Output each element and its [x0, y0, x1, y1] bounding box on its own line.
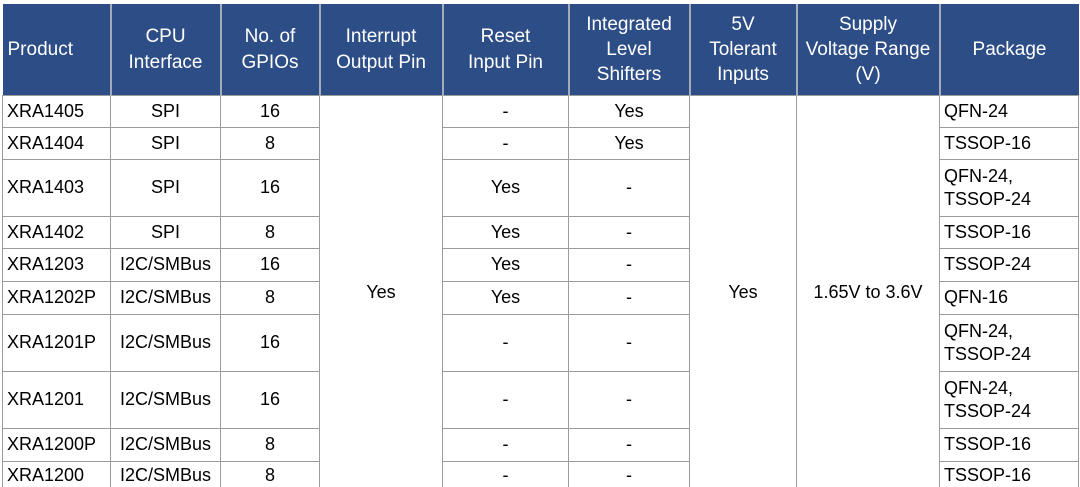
level-shifters-cell: -	[568, 281, 690, 315]
level-shifters-cell: -	[568, 159, 690, 217]
reset-input-pin-cell: -	[442, 127, 569, 160]
package-cell: QFN-24, TSSOP-24	[939, 371, 1079, 429]
package-cell: TSSOP-16	[939, 461, 1079, 487]
level-shifters-cell: -	[568, 314, 690, 372]
package-cell: TSSOP-16	[939, 216, 1079, 249]
gpios-cell: 8	[220, 127, 320, 160]
col-header-cpu-interface: CPU Interface	[110, 4, 222, 96]
reset-input-pin-cell: Yes	[442, 216, 569, 249]
product-cell: XRA1200	[2, 461, 111, 487]
reset-input-pin-cell: -	[442, 428, 569, 462]
gpios-cell: 8	[220, 461, 320, 487]
product-cell: XRA1200P	[2, 428, 111, 462]
reset-input-pin-cell: -	[442, 314, 569, 372]
reset-input-pin-cell: -	[442, 461, 569, 487]
package-cell: TSSOP-24	[939, 248, 1079, 282]
level-shifters-cell: -	[568, 461, 690, 487]
col-header-reset-input-pin: Reset Input Pin	[442, 4, 570, 96]
cpu-interface-cell: I2C/SMBus	[110, 461, 221, 487]
table-row: XRA1403 SPI 16 Yes - QFN-24, TSSOP-24	[2, 159, 1079, 217]
tolerant-inputs-merged-cell: Yes	[689, 95, 797, 487]
col-header-5v-tolerant: 5V Tolerant Inputs	[689, 4, 798, 96]
reset-input-pin-cell: Yes	[442, 281, 569, 315]
interrupt-output-pin-merged-cell: Yes	[319, 95, 443, 487]
cpu-interface-cell: I2C/SMBus	[110, 428, 221, 462]
cpu-interface-cell: I2C/SMBus	[110, 281, 221, 315]
reset-input-pin-cell: Yes	[442, 159, 569, 217]
package-cell: QFN-16	[939, 281, 1079, 315]
product-cell: XRA1403	[2, 159, 111, 217]
table-row: XRA1201 I2C/SMBus 16 - - QFN-24, TSSOP-2…	[2, 371, 1079, 429]
reset-input-pin-cell: -	[442, 95, 569, 128]
cpu-interface-cell: I2C/SMBus	[110, 248, 221, 282]
level-shifters-cell: -	[568, 216, 690, 249]
reset-input-pin-cell: -	[442, 371, 569, 429]
product-cell: XRA1203	[2, 248, 111, 282]
gpios-cell: 16	[220, 248, 320, 282]
cpu-interface-cell: I2C/SMBus	[110, 371, 221, 429]
product-cell: XRA1402	[2, 216, 111, 249]
gpios-cell: 8	[220, 281, 320, 315]
gpios-cell: 16	[220, 95, 320, 128]
level-shifters-cell: -	[568, 248, 690, 282]
col-header-supply-voltage: Supply Voltage Range (V)	[796, 4, 941, 96]
package-cell: QFN-24, TSSOP-24	[939, 314, 1079, 372]
product-cell: XRA1202P	[2, 281, 111, 315]
table-row: XRA1202P I2C/SMBus 8 Yes - QFN-16	[2, 281, 1079, 315]
cpu-interface-cell: SPI	[110, 127, 221, 160]
package-cell: QFN-24, TSSOP-24	[939, 159, 1079, 217]
col-header-interrupt-output-pin: Interrupt Output Pin	[319, 4, 444, 96]
package-cell: TSSOP-16	[939, 428, 1079, 462]
package-cell: TSSOP-16	[939, 127, 1079, 160]
level-shifters-cell: -	[568, 371, 690, 429]
gpios-cell: 8	[220, 428, 320, 462]
gpios-cell: 16	[220, 371, 320, 429]
supply-voltage-merged-cell: 1.65V to 3.6V	[796, 95, 940, 487]
col-header-product: Product	[2, 4, 112, 96]
table-row: XRA1200 I2C/SMBus 8 - - TSSOP-16	[2, 461, 1079, 487]
col-header-gpios: No. of GPIOs	[220, 4, 321, 96]
reset-input-pin-cell: Yes	[442, 248, 569, 282]
col-header-package: Package	[939, 4, 1079, 96]
level-shifters-cell: Yes	[568, 127, 690, 160]
gpios-cell: 8	[220, 216, 320, 249]
gpios-cell: 16	[220, 159, 320, 217]
table-row: XRA1405 SPI 16 Yes - Yes Yes 1.65V to 3.…	[2, 95, 1079, 487]
gpio-expander-spec-table: Product CPU Interface No. of GPIOs Inter…	[2, 4, 1079, 487]
product-cell: XRA1404	[2, 127, 111, 160]
package-cell: QFN-24	[939, 95, 1079, 128]
level-shifters-cell: -	[568, 428, 690, 462]
cpu-interface-cell: SPI	[110, 216, 221, 249]
level-shifters-cell: Yes	[568, 95, 690, 128]
table-row: XRA1404 SPI 8 - Yes TSSOP-16	[2, 127, 1079, 160]
product-cell: XRA1201	[2, 371, 111, 429]
cpu-interface-cell: I2C/SMBus	[110, 314, 221, 372]
cpu-interface-cell: SPI	[110, 95, 221, 128]
gpios-cell: 16	[220, 314, 320, 372]
table-row: XRA1402 SPI 8 Yes - TSSOP-16	[2, 216, 1079, 249]
product-cell: XRA1405	[2, 95, 111, 128]
col-header-level-shifters: Integrated Level Shifters	[568, 4, 691, 96]
product-cell: XRA1201P	[2, 314, 111, 372]
header-row: Product CPU Interface No. of GPIOs Inter…	[2, 4, 1079, 96]
cpu-interface-cell: SPI	[110, 159, 221, 217]
